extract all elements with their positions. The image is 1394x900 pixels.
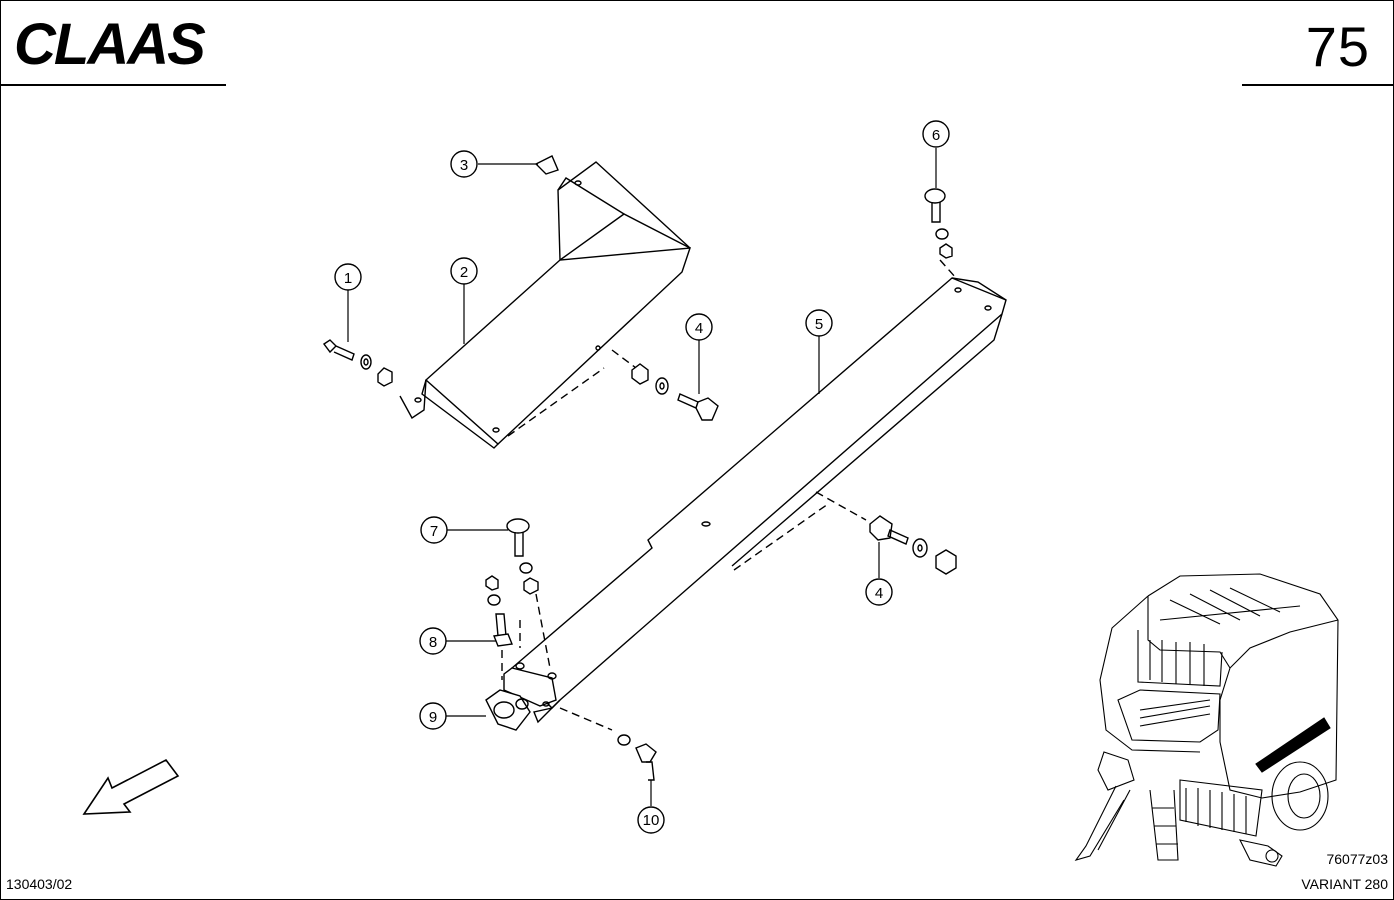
svg-text:6: 6 bbox=[932, 127, 940, 144]
part-guide-bushing bbox=[485, 689, 531, 731]
part-bolt-set-4-lower bbox=[869, 515, 957, 575]
page-number: 75 bbox=[1305, 15, 1370, 78]
callout-9: 9 bbox=[419, 702, 447, 730]
baler-overview-illustration bbox=[1074, 573, 1339, 867]
svg-text:7: 7 bbox=[430, 523, 438, 540]
callout-4-lower: 4 bbox=[865, 578, 893, 606]
svg-text:4: 4 bbox=[875, 585, 883, 602]
svg-text:1: 1 bbox=[344, 270, 352, 287]
part-bolt-set-10 bbox=[617, 734, 657, 781]
header-rule-left bbox=[0, 84, 226, 86]
direction-arrow-icon bbox=[82, 758, 180, 815]
part-carriage-bolt-7 bbox=[506, 518, 539, 595]
svg-text:5: 5 bbox=[815, 316, 823, 333]
callout-5: 5 bbox=[805, 309, 833, 337]
part-support-beam bbox=[503, 277, 1007, 724]
part-shield-upper bbox=[399, 161, 692, 449]
svg-text:2: 2 bbox=[460, 264, 468, 281]
callout-7: 7 bbox=[420, 516, 448, 544]
drawing-code: 76077z03 bbox=[1326, 851, 1388, 867]
document-code: 130403/02 bbox=[6, 876, 73, 892]
callout-6: 6 bbox=[922, 120, 950, 148]
callout-1: 1 bbox=[334, 263, 362, 291]
claas-logo: CLAAS bbox=[14, 14, 208, 74]
part-plug bbox=[534, 155, 559, 175]
callout-group: 1 2 3 4 5 6 7 4 8 9 10 bbox=[334, 120, 950, 834]
part-bolt-set-4-upper bbox=[631, 363, 719, 421]
header-rule-right bbox=[1242, 84, 1394, 86]
svg-text:10: 10 bbox=[643, 812, 660, 829]
svg-text:8: 8 bbox=[429, 634, 437, 651]
svg-text:9: 9 bbox=[429, 709, 437, 726]
part-bolt-set-8 bbox=[485, 575, 513, 647]
callout-10: 10 bbox=[637, 806, 665, 834]
part-carriage-bolt-6 bbox=[924, 188, 953, 259]
assembly-lines bbox=[501, 259, 957, 731]
svg-text:CLAAS: CLAAS bbox=[14, 14, 206, 74]
callout-8: 8 bbox=[419, 627, 447, 655]
callout-2: 2 bbox=[450, 257, 478, 285]
part-bolt-set-1 bbox=[322, 339, 393, 387]
svg-text:4: 4 bbox=[695, 320, 703, 337]
callout-4-upper: 4 bbox=[685, 313, 713, 341]
leader-lines bbox=[347, 148, 937, 806]
callout-3: 3 bbox=[450, 150, 478, 178]
svg-text:3: 3 bbox=[460, 157, 468, 174]
machine-model: VARIANT 280 bbox=[1301, 876, 1388, 892]
